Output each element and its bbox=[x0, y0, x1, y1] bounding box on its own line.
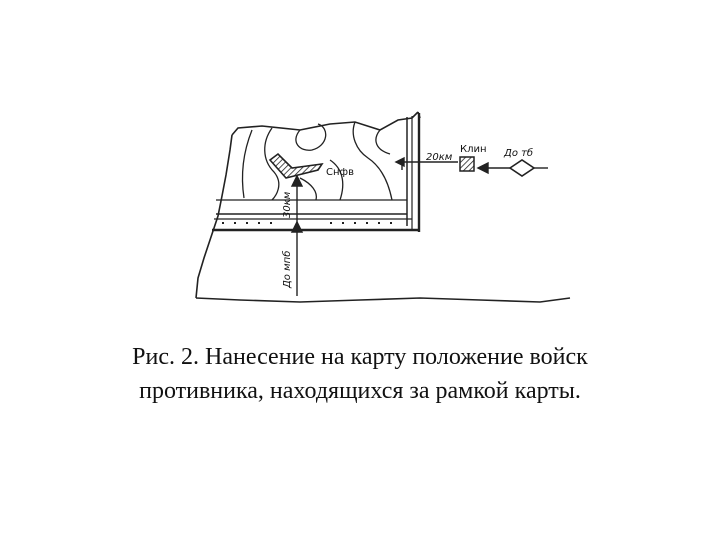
map-sheet-outline bbox=[195, 111, 571, 303]
terrain-contours bbox=[241, 121, 393, 201]
wedge-label: Клин bbox=[460, 144, 487, 155]
enemy-wedge-square bbox=[459, 156, 475, 172]
right-unit-arrow bbox=[476, 161, 548, 175]
right-unit-label: До тб bbox=[503, 147, 533, 159]
frame-tick-marks bbox=[222, 222, 392, 224]
right-dimension-arrow bbox=[394, 156, 458, 170]
distance-right-label: 20км bbox=[426, 152, 453, 163]
enemy-wedge-symbol bbox=[268, 152, 324, 179]
caption-line-2: противника, находящихся за рамкой карты. bbox=[139, 378, 581, 404]
map-figure: Снфв 20км Клин До тб 30км До мпб bbox=[195, 111, 571, 303]
bottom-unit-label: До мпб bbox=[281, 251, 293, 289]
bottom-dimension-arrow bbox=[290, 174, 304, 296]
unit-diamond-symbol bbox=[508, 159, 536, 177]
village-label: Снфв bbox=[326, 167, 354, 178]
distance-down-label: 30км bbox=[282, 191, 293, 218]
figure-caption: Рис. 2. Нанесение на карту положение вой… bbox=[0, 340, 720, 408]
map-frame bbox=[212, 113, 421, 232]
caption-line-1: Рис. 2. Нанесение на карту положение вой… bbox=[132, 344, 588, 370]
